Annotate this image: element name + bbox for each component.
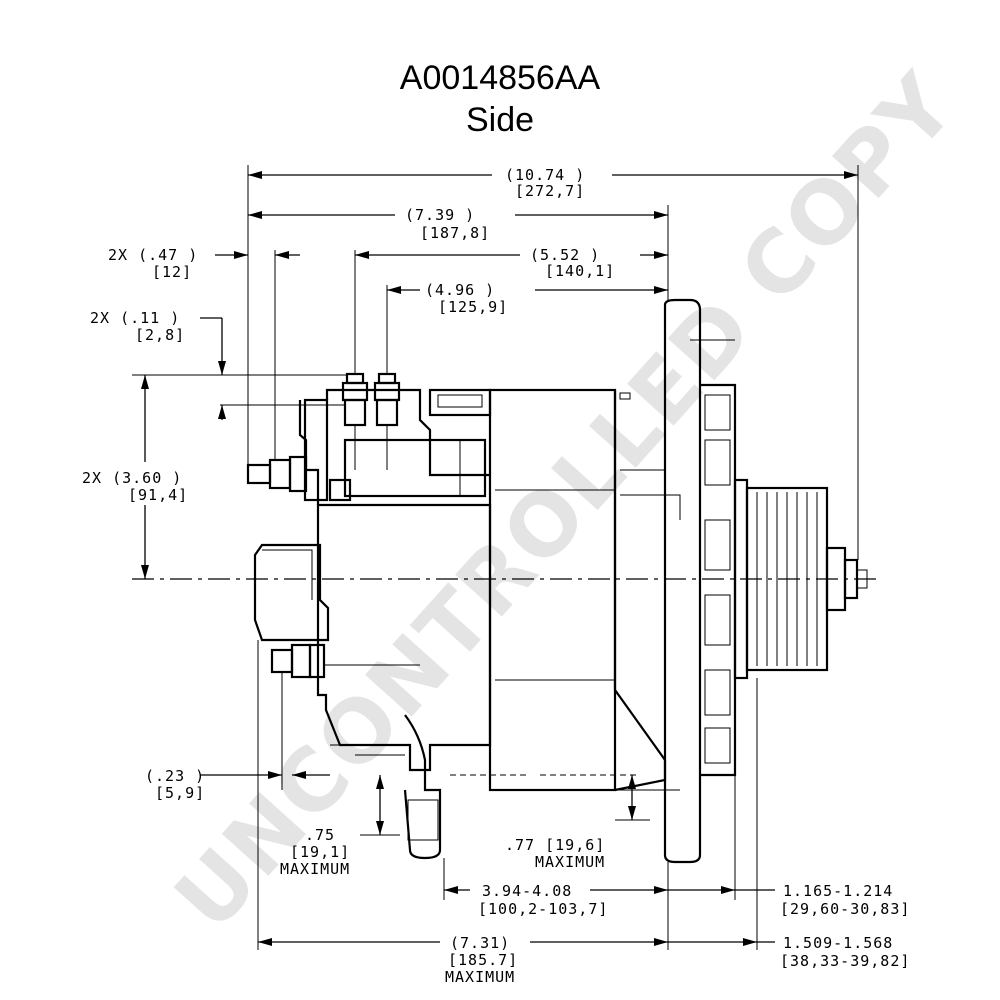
dim-hub-a-mm: [29,60-30,83]: [780, 900, 910, 918]
dim-foot-span-in: 3.94-4.08: [482, 882, 572, 900]
dim-stud-offset-in: 2X (.47 ): [108, 246, 198, 264]
dim-term-a-mm: [140,1]: [545, 262, 615, 280]
dim-stud-small-in: 2X (.11 ): [90, 309, 180, 327]
dim-body-length-in: (7.31): [450, 934, 510, 952]
dim-stud-height-in: 2X (3.60 ): [82, 469, 182, 487]
dim-body-length-mm: [185.7]: [448, 951, 518, 969]
dim-foot-right-note: MAXIMUM: [535, 853, 605, 871]
dim-foot-right-in: .77 [19,6]: [505, 836, 605, 854]
dimension-labels: (10.74 ) [272,7] (7.39 ) [187,8] (5.52 )…: [82, 166, 910, 986]
dim-stud-height-mm: [91,4]: [128, 486, 188, 504]
dim-mount-to-face-mm: [187,8]: [420, 224, 490, 242]
dim-foot-left-note: MAXIMUM: [280, 860, 350, 878]
dim-term-a-in: (5.52 ): [530, 246, 600, 264]
dim-mount-to-face-in: (7.39 ): [405, 206, 475, 224]
dim-stud-small-mm: [2,8]: [135, 326, 185, 344]
dim-foot-left-in: .75: [305, 826, 335, 844]
dim-hub-b-mm: [38,33-39,82]: [780, 952, 910, 970]
alternator-outline: [132, 298, 880, 864]
dim-body-length-note: MAXIMUM: [445, 968, 515, 986]
dim-term-b-mm: [125,9]: [438, 298, 508, 316]
dim-foot-left-mm: [19,1]: [290, 843, 350, 861]
dim-hub-b-in: 1.509-1.568: [783, 934, 893, 952]
dim-overall-length-mm: [272,7]: [515, 182, 585, 200]
dim-term-b-in: (4.96 ): [425, 281, 495, 299]
drawing-title: A0014856AA: [400, 59, 601, 97]
dim-stud-offset-mm: [12]: [152, 263, 192, 281]
dim-ground-offset-in: (.23 ): [145, 767, 205, 785]
dimension-lines: [132, 165, 859, 950]
dim-hub-a-in: 1.165-1.214: [783, 882, 893, 900]
drawing-subtitle: Side: [466, 101, 534, 139]
dim-foot-span-mm: [100,2-103,7]: [478, 900, 608, 918]
dim-overall-length-in: (10.74 ): [505, 166, 585, 184]
dim-ground-offset-mm: [5,9]: [155, 784, 205, 802]
